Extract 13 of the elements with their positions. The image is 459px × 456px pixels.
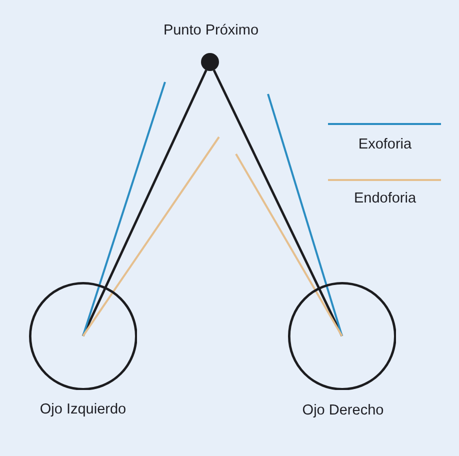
- point-label: Punto Próximo: [163, 22, 259, 40]
- legend-label: Endoforia: [354, 190, 416, 208]
- line: [267, 94, 343, 336]
- eye-circle: [288, 282, 396, 390]
- eye-label: Ojo Izquierdo: [40, 402, 126, 418]
- line: [82, 70, 208, 336]
- line: [235, 154, 343, 336]
- near-point-dot: [201, 53, 219, 71]
- legend-label: Exoforia: [358, 136, 412, 154]
- eye-circle: [28, 282, 138, 390]
- line: [82, 136, 220, 337]
- line: [82, 82, 166, 336]
- eye-label: Ojo Derecho: [302, 402, 384, 420]
